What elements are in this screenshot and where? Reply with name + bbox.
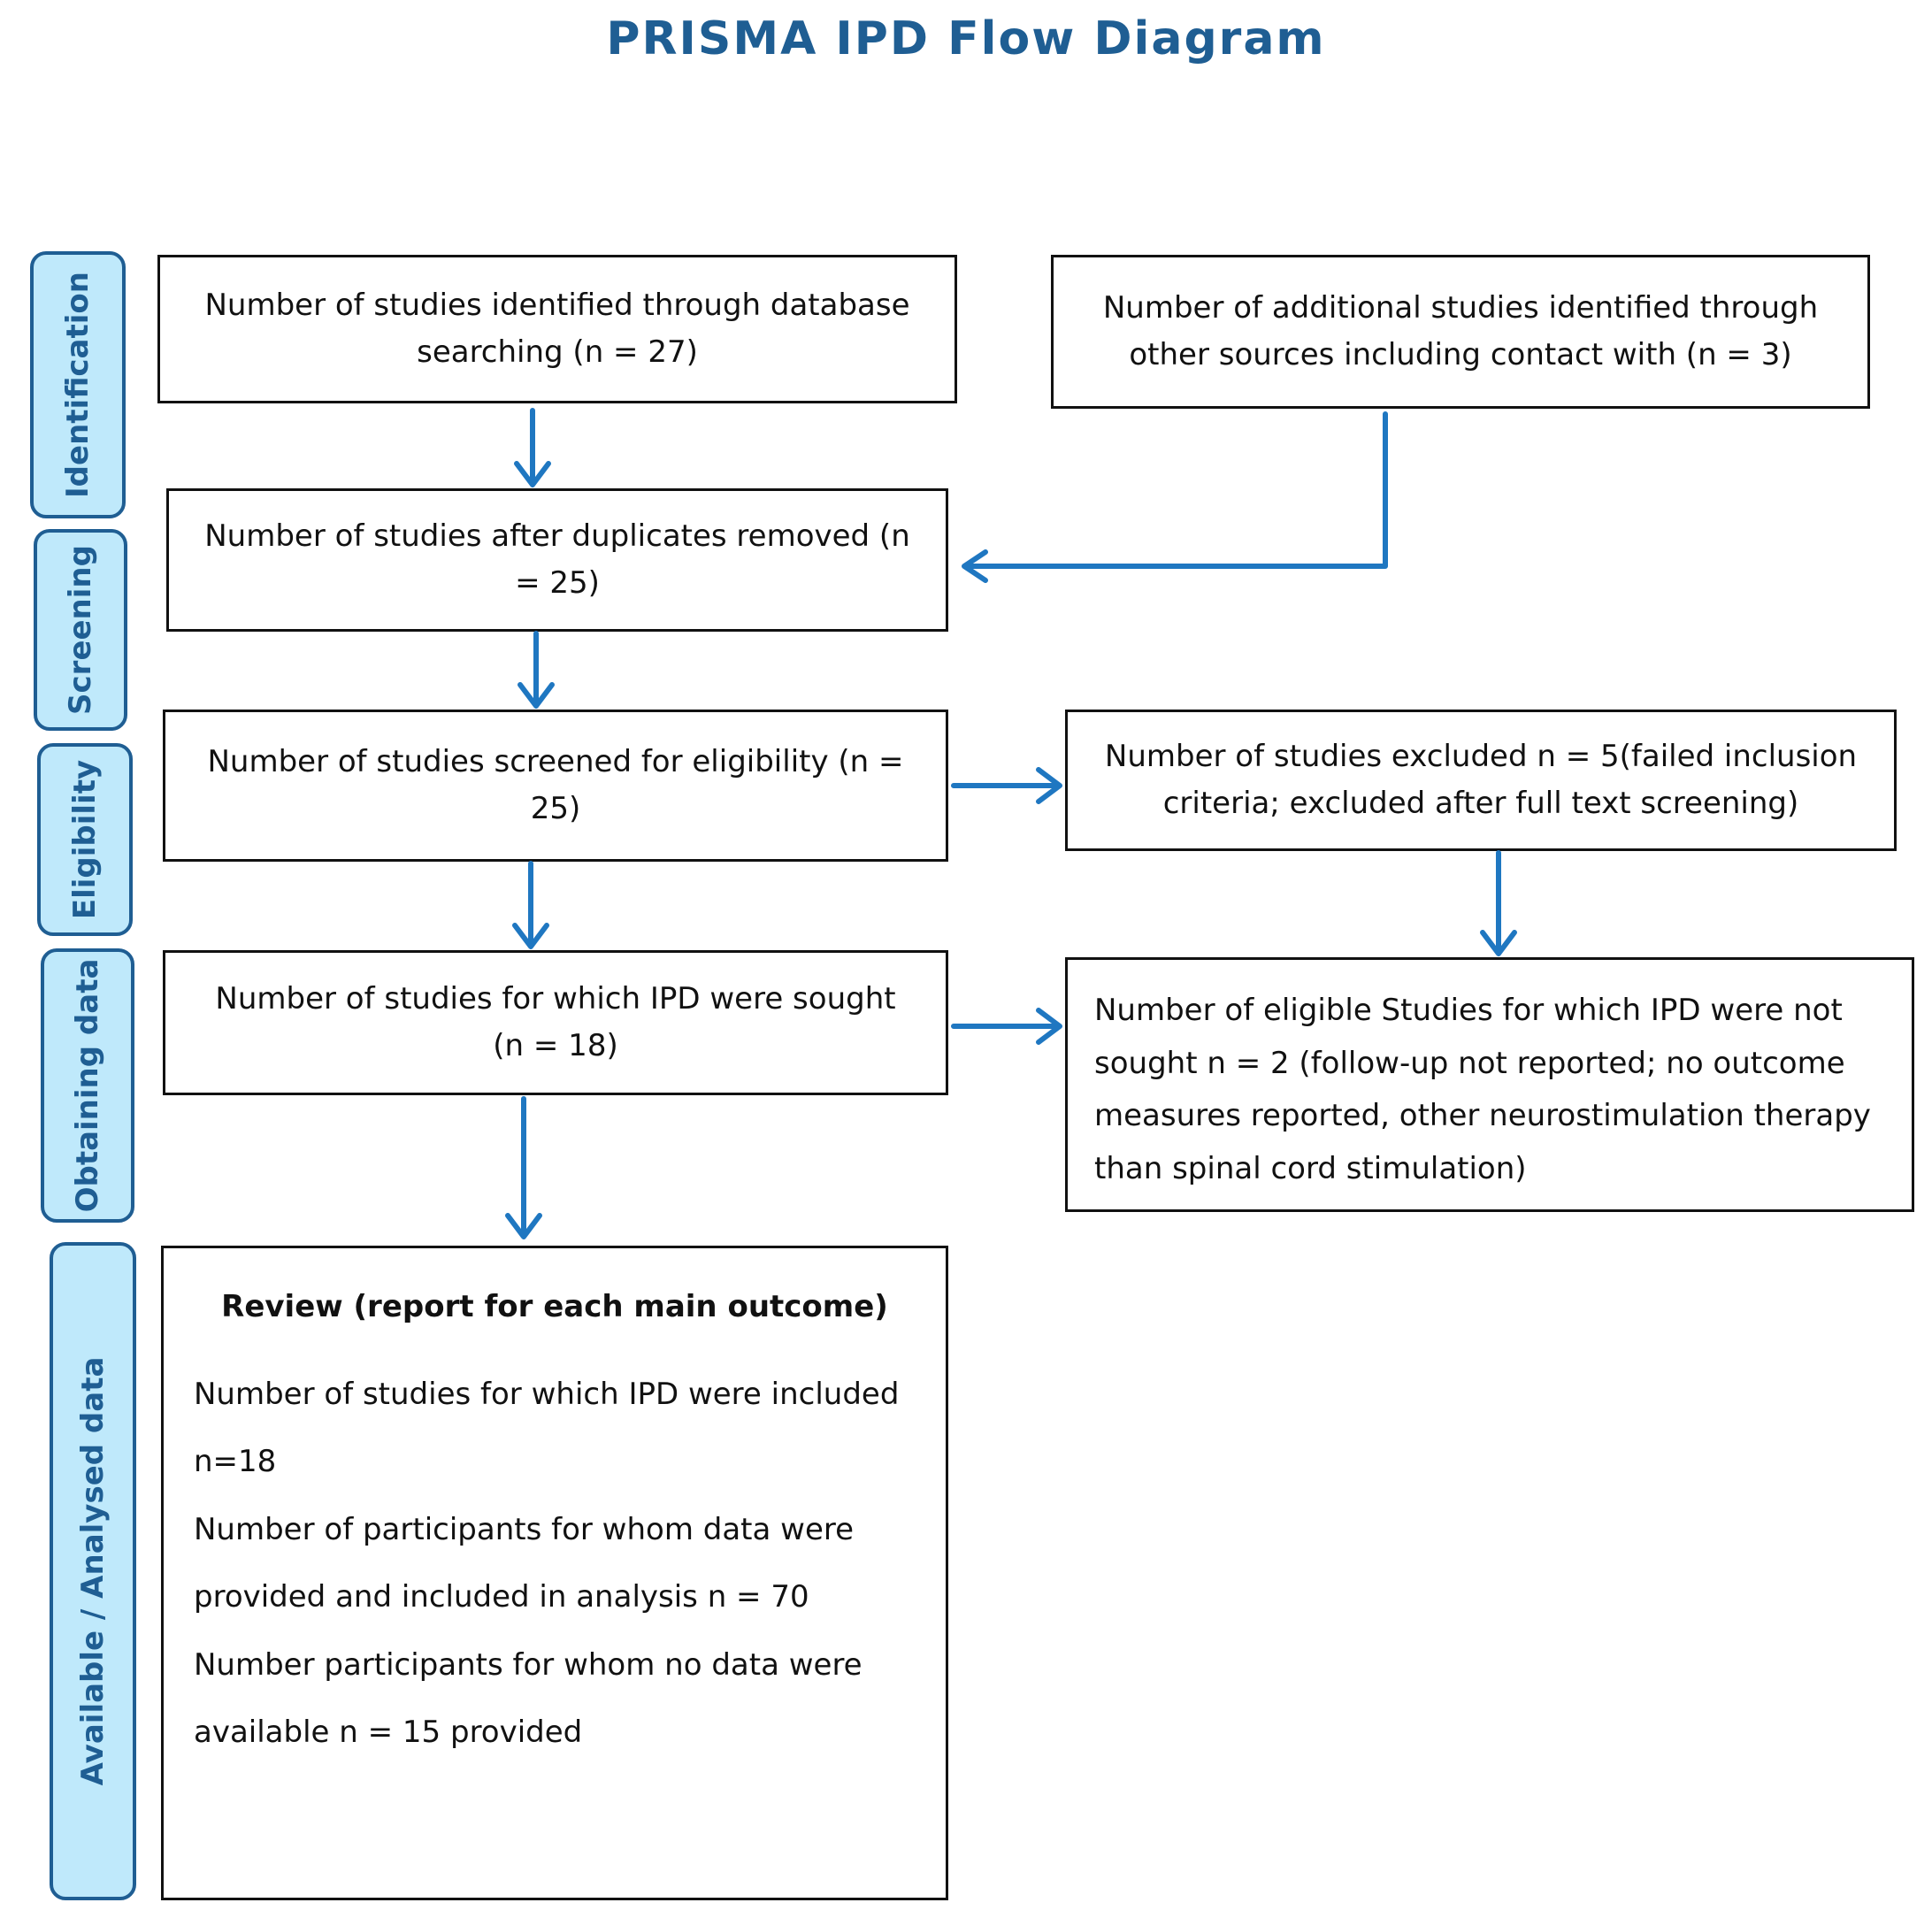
- box-ipd-sought-text: Number of studies for which IPD were sou…: [215, 981, 896, 1063]
- arrow-db-to-duplicates: [514, 408, 551, 487]
- box-database-search-text: Number of studies identified through dat…: [204, 288, 910, 370]
- arrow-excluded-to-not-sought: [1480, 850, 1517, 956]
- box-excluded-text: Number of studies excluded n = 5(failed …: [1104, 739, 1858, 821]
- box-excluded: Number of studies excluded n = 5(failed …: [1065, 710, 1897, 851]
- review-line: Number of studies for which IPD were inc…: [194, 1376, 900, 1412]
- review-title: Review (report for each main outcome): [221, 1289, 888, 1324]
- arrow-sought-to-not-sought: [951, 1008, 1062, 1045]
- box-duplicates-removed: Number of studies after duplicates remov…: [166, 488, 948, 632]
- review-line: Number of participants for whom data wer…: [194, 1511, 855, 1547]
- stage-obtaining-data: Obtaining data: [41, 948, 134, 1223]
- box-screened-text: Number of studies screened for eligibili…: [207, 744, 904, 826]
- stage-screening: Screening: [34, 529, 127, 731]
- review-line: provided and included in analysis n = 70: [194, 1579, 809, 1615]
- review-line: available n = 15 provided: [194, 1715, 583, 1751]
- arrow-sought-to-review: [505, 1096, 542, 1239]
- stage-identification: Identification: [30, 251, 126, 518]
- box-other-sources-text: Number of additional studies identified …: [1102, 290, 1819, 372]
- review-line: Number participants for whom no data wer…: [194, 1646, 862, 1683]
- box-review: Review (report for each main outcome) Nu…: [161, 1246, 948, 1900]
- page-title: PRISMA IPD Flow Diagram: [606, 12, 1326, 65]
- box-database-search: Number of studies identified through dat…: [157, 255, 957, 403]
- arrow-screened-to-excluded: [951, 767, 1062, 804]
- arrow-screened-to-sought: [512, 861, 549, 949]
- stage-eligibility: Eligibility: [37, 743, 133, 936]
- arrow-duplicates-to-screened: [518, 631, 555, 709]
- box-not-sought: Number of eligible Studies for which IPD…: [1065, 957, 1914, 1212]
- box-duplicates-removed-text: Number of studies after duplicates remov…: [204, 518, 910, 601]
- stage-analysed-data: Available / Analysed data: [50, 1242, 136, 1900]
- box-ipd-sought: Number of studies for which IPD were sou…: [163, 950, 948, 1095]
- arrow-other-to-duplicates: [962, 411, 1388, 583]
- box-screened: Number of studies screened for eligibili…: [163, 710, 948, 862]
- box-not-sought-text: Number of eligible Studies for which IPD…: [1094, 993, 1871, 1186]
- box-other-sources: Number of additional studies identified …: [1051, 255, 1870, 409]
- review-line: n=18: [194, 1444, 277, 1480]
